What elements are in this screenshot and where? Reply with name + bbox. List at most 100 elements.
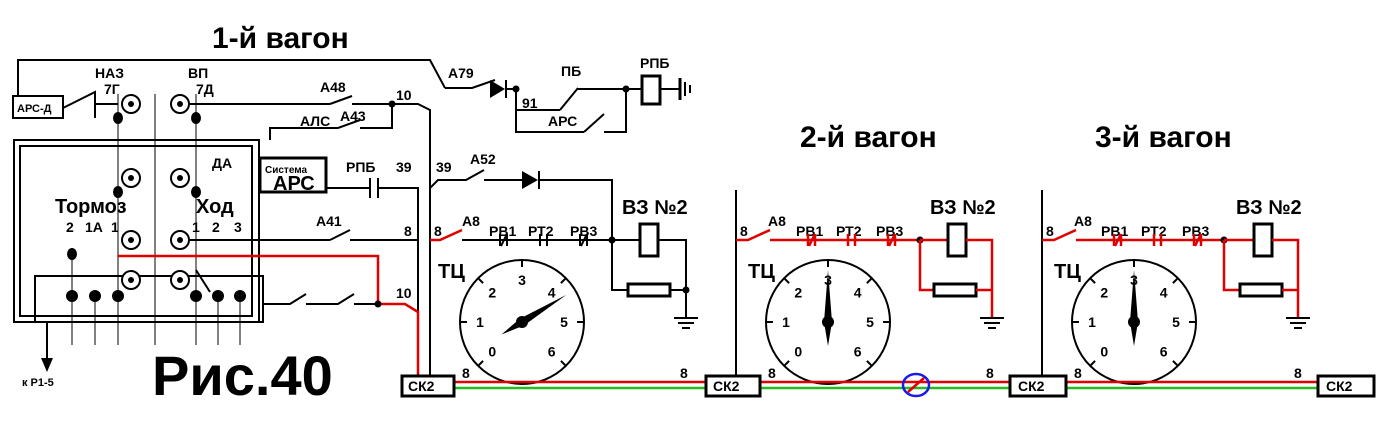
controller-contact-box [34, 275, 264, 323]
switch-pb [559, 87, 579, 111]
rpb-contact-label: РПБ [346, 159, 375, 175]
car1-pb-circuit: А79 ПБ 91 АРС РПБ [445, 55, 691, 133]
wire-10-down [392, 103, 431, 378]
car3-title: 3-й вагон [1095, 121, 1232, 154]
sk2-connector-4 [1316, 374, 1376, 398]
switch-a43 [337, 119, 361, 129]
a48-label: А48 [320, 79, 346, 95]
switch-a79 [445, 79, 496, 89]
wire-als [269, 127, 338, 140]
car3-contact-rv1 [1112, 233, 1123, 247]
switch-a52 [429, 169, 485, 189]
car1-vz-label: ВЗ №2 [622, 197, 688, 219]
cam-dot-8 [112, 290, 124, 302]
car1-gauge-tick [477, 360, 484, 367]
terminal-x3-dot [177, 277, 183, 283]
car3-a8-switch [1042, 228, 1077, 242]
car2-a8-label: А8 [768, 213, 786, 229]
switch-a48 [329, 95, 353, 105]
sk2-label-2: СК2 [713, 378, 740, 394]
terminal-7d-dot [177, 101, 183, 107]
bus-top [17, 59, 446, 89]
car1-gauge-tick-label: 4 [548, 284, 556, 300]
car3-vz-coil [1252, 222, 1274, 258]
car3-gauge-tick [1089, 360, 1096, 367]
car3-gauge-tick [1172, 277, 1179, 284]
terminal-t3-dot [128, 277, 134, 283]
sk2-label-3: СК2 [1018, 378, 1045, 394]
car3-resistor [1238, 282, 1284, 298]
wire-39b-label: 39 [436, 159, 452, 175]
car1-contact-rv1 [499, 233, 508, 247]
sk2-connector-3 [1008, 374, 1068, 398]
car3-a8-branch: 8 [1046, 223, 1054, 239]
car1-gauge-tick-label: 0 [488, 344, 496, 360]
car2-contact-rt2 [846, 234, 857, 246]
car2-gauge-tick-label: 2 [794, 284, 802, 300]
car2-gauge-tick [783, 360, 790, 367]
car1-ground [674, 317, 698, 329]
cam-dot-1 [113, 112, 123, 124]
wire-ars-out [604, 89, 627, 133]
car3-gauge-tick-label: 6 [1160, 344, 1168, 360]
car1-rv1-label: РВ1 [489, 223, 516, 239]
car3-gauge-tick-label: 1 [1088, 314, 1096, 330]
car1-title: 1-й вагон [212, 22, 349, 55]
car1-gauge-hub [516, 316, 528, 328]
da-label: ДА [212, 155, 232, 171]
car3-contact-rt2 [1152, 234, 1163, 246]
car2-gauge-tick [783, 277, 790, 284]
vp-label: ВП [188, 65, 208, 81]
rpb-coil [640, 74, 662, 106]
switch-ars [583, 113, 605, 133]
diode-2 [522, 171, 538, 189]
wire-91-label: 91 [522, 95, 538, 111]
car3-ground [1286, 317, 1310, 329]
khod-pos-2: 3 [234, 219, 242, 235]
wire-10a-label: 10 [396, 87, 412, 103]
terminal-circles [121, 94, 190, 290]
wire-8-label-2: 8 [680, 365, 688, 381]
terminal-x1-dot [177, 175, 183, 181]
terminal-t2-dot [128, 237, 134, 243]
car1-gauge-tick-label: 2 [488, 284, 496, 300]
terminal-x2-dot [177, 237, 183, 243]
car2-contact-rv1 [806, 233, 817, 247]
fault-marker [901, 372, 931, 398]
car1-upper-circuit: А48 10 АЛС А43 Система АРС РПБ 39 А41 8 … [118, 79, 431, 378]
car1-contact-rv3 [579, 233, 588, 247]
wire-39-label: 39 [396, 159, 412, 175]
sk2-connector-2 [704, 374, 762, 398]
wire-diode2-out [539, 179, 613, 240]
car1-res-in [611, 240, 628, 291]
car3-gauge-hub [1128, 316, 1140, 328]
naz-num: 7Г [104, 81, 120, 97]
car3-gauge-tick-label: 4 [1160, 284, 1168, 300]
a79-label: А79 [448, 65, 474, 81]
a52-label: А52 [470, 151, 496, 167]
car1-rv3-label: РВ3 [570, 223, 597, 239]
car3-res-in [1222, 240, 1240, 292]
ars-d-label: АРС-Д [17, 103, 52, 115]
car2-gauge-tick [866, 360, 873, 367]
car2-gauge-tick-label: 6 [854, 344, 862, 360]
car1-a8-branch: 8 [434, 223, 442, 239]
ars-d-link [62, 90, 96, 118]
figure-caption: Рис.40 [152, 344, 333, 407]
red-wire-tormoz [118, 254, 380, 304]
ars-label: АРС [548, 113, 577, 129]
car2-gauge-tick [866, 277, 873, 284]
a41-label: А41 [316, 213, 342, 229]
car2-resistor [932, 282, 978, 298]
car3-vz-label: ВЗ №2 [1236, 197, 1302, 219]
car3-gauge-tick-label: 2 [1100, 284, 1108, 300]
terminal-t1-dot [128, 175, 134, 181]
wire-39 [378, 187, 419, 378]
switch-a41 [329, 229, 351, 241]
wire-8-label-3: 8 [768, 365, 776, 381]
